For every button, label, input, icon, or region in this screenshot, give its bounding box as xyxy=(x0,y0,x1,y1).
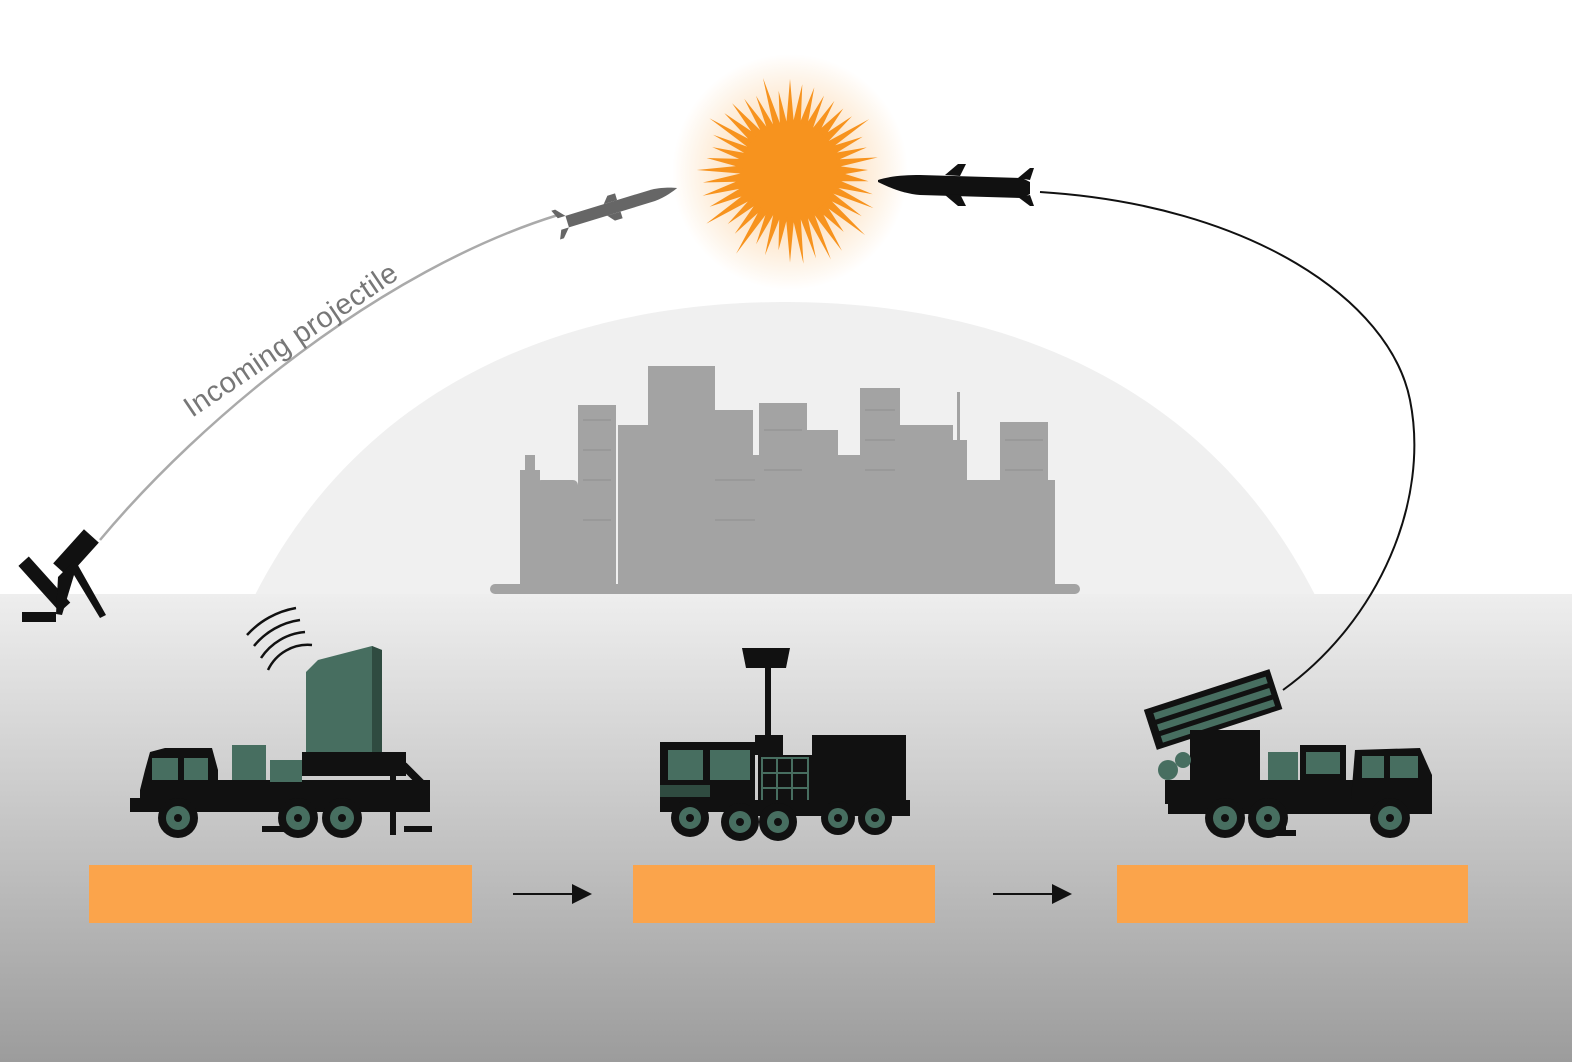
launcher-truck xyxy=(1143,669,1432,838)
stage-box-detection xyxy=(89,865,472,923)
radar-wave-icon xyxy=(246,606,313,671)
incoming-projectile-label: Incoming projectile xyxy=(178,257,404,424)
launcher-truck-wheels xyxy=(1205,798,1410,838)
control-truck xyxy=(660,648,910,841)
city-skyline-icon xyxy=(490,366,1080,594)
control-truck-wheels xyxy=(671,799,892,841)
explosion-icon xyxy=(672,54,908,290)
radar-truck-wheels xyxy=(158,798,362,838)
stage-box-control xyxy=(633,865,935,923)
mortar-icon xyxy=(18,529,106,622)
radar-truck xyxy=(130,646,432,838)
incoming-trajectory xyxy=(99,213,559,541)
interceptor-trajectory xyxy=(1039,191,1416,691)
interceptor-missile-icon xyxy=(878,164,1034,206)
stage-box-interception xyxy=(1117,865,1468,923)
incoming-missile-icon xyxy=(551,187,678,240)
